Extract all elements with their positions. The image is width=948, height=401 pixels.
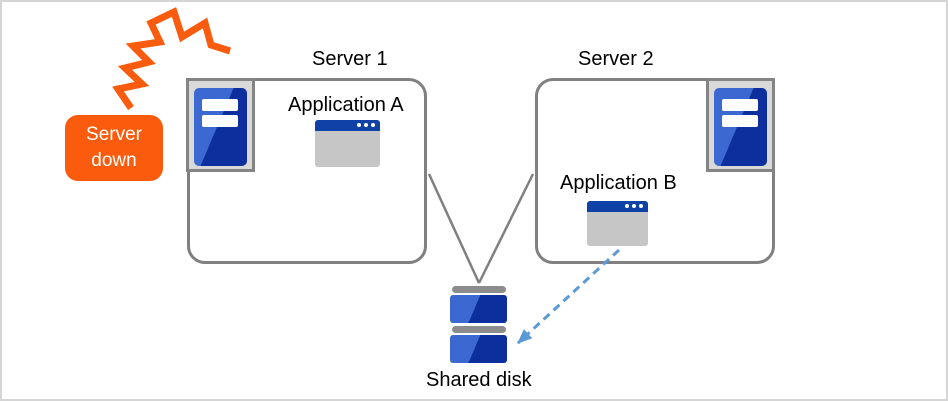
window-titlebar — [315, 120, 380, 131]
app-b-label: Application B — [560, 172, 677, 194]
app-a-label: Application A — [288, 94, 404, 116]
server-down-badge: Server down — [65, 115, 163, 181]
disk-platter — [450, 295, 507, 323]
app-window-icon — [587, 201, 648, 246]
disk-cap — [452, 286, 506, 293]
window-dots-icon — [625, 204, 643, 208]
disk-cap — [452, 326, 506, 333]
server1-disk-link — [427, 173, 481, 284]
app-window-icon — [315, 120, 380, 167]
tower-slot — [202, 99, 238, 111]
server-tower-icon — [194, 88, 247, 166]
badge-line1: Server — [86, 124, 142, 145]
server2-tower-frame — [706, 78, 775, 172]
badge-line2: down — [91, 150, 137, 171]
tower-slot — [722, 115, 758, 127]
tower-slot — [722, 99, 758, 111]
server1-title: Server 1 — [312, 48, 388, 70]
window-titlebar — [587, 201, 648, 212]
shared-disk-label: Shared disk — [426, 369, 532, 391]
server1-tower-frame — [186, 78, 255, 172]
server2-title: Server 2 — [578, 48, 654, 70]
server-tower-icon — [714, 88, 767, 166]
disk-platter — [450, 335, 507, 363]
server2-disk-link — [477, 173, 535, 284]
tower-slot — [202, 115, 238, 127]
window-dots-icon — [357, 123, 375, 127]
